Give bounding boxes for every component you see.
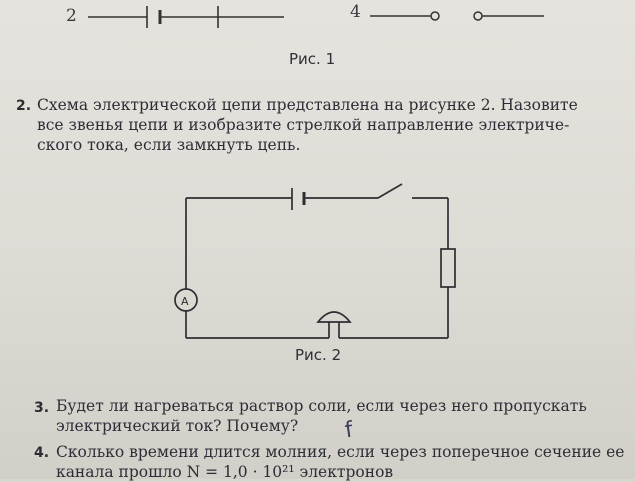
question4-line: Сколько времени длится молния, если чере…: [56, 443, 625, 461]
question2-number: 2.: [16, 98, 32, 114]
question3-number: 3.: [34, 400, 50, 416]
figure-1: 2 4: [0, 0, 635, 40]
question4-text: Сколько времени длится молния, если чере…: [56, 442, 624, 482]
figure1-label-right: 4: [350, 2, 361, 22]
figure2-caption: Рис. 2: [295, 346, 342, 364]
question2-line: все звенья цепи и изобразите стрелкой на…: [37, 116, 570, 134]
question3-line: Будет ли нагреваться раствор соли, если …: [56, 397, 587, 415]
question2-line: Схема электрической цепи представлена на…: [37, 96, 578, 114]
question4-number: 4.: [34, 445, 50, 461]
question3-text: Будет ли нагреваться раствор соли, если …: [56, 396, 587, 436]
ammeter-symbol: A: [181, 295, 189, 308]
question3-line: электрический ток? Почему?: [56, 417, 299, 435]
figure1-caption: Рис. 1: [289, 50, 336, 68]
question2-text: Схема электрической цепи представлена на…: [37, 95, 578, 155]
question2-line: ского тока, если замкнуть цепь.: [37, 136, 301, 154]
question4-line: канала прошло N = 1,0 · 10²¹ электронов: [56, 463, 394, 481]
figure1-label-left: 2: [66, 6, 77, 26]
